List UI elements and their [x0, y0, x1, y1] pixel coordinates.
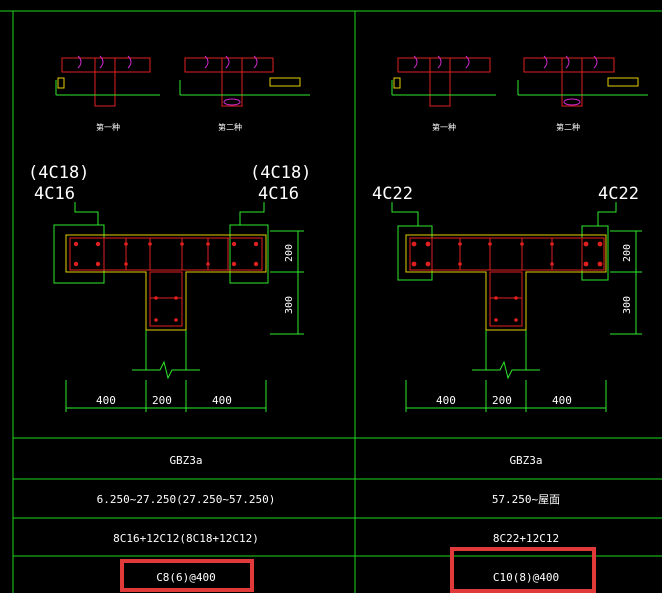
right-dim-left: 400: [436, 394, 456, 407]
left-table-stirrup: C8(6)@400: [156, 571, 216, 584]
left-rebar-dots: [73, 241, 259, 322]
right-section-drawing: [391, 202, 642, 412]
left-rebar-label-top-left: (4C18): [28, 163, 89, 183]
right-rebar-label-left: 4C22: [372, 184, 413, 204]
left-leader-right: [239, 202, 265, 225]
right-table-elevation: 57.250~屋面: [492, 493, 560, 506]
right-dim-web: 300: [622, 296, 633, 314]
left-table-elevation: 6.250~27.250(27.250~57.250): [97, 493, 276, 506]
left-rebar-label-top-right: (4C18): [250, 163, 311, 183]
left-stirrup-highlight-box: [120, 559, 254, 592]
left-rebar-label-bottom-left: 4C16: [34, 184, 75, 204]
right-rebar-label-right: 4C22: [598, 184, 639, 204]
right-small-schematic-1: 第一种: [391, 55, 496, 132]
left-dim-right: 400: [212, 394, 232, 407]
left-small-label-1: 第一种: [96, 122, 120, 132]
right-small-label-1: 第一种: [432, 122, 456, 132]
left-small-schematic-1: 第一种: [55, 55, 160, 132]
left-corner-box-left: [53, 224, 105, 284]
left-corner-box-right: [229, 224, 269, 284]
left-small-label-2: 第二种: [218, 122, 242, 132]
left-dim-web: 300: [284, 296, 295, 314]
left-table-longitudinal: 8C16+12C12(8C18+12C12): [113, 532, 259, 545]
right-rebar-dots: [411, 241, 603, 322]
right-table-name: GBZ3a: [509, 454, 542, 467]
right-table-stirrup: C10(8)@400: [493, 571, 559, 584]
right-small-label-2: 第二种: [556, 122, 580, 132]
left-table-name: GBZ3a: [169, 454, 202, 467]
left-dim-left: 400: [96, 394, 116, 407]
left-rebar-label-bottom-right: 4C16: [258, 184, 299, 204]
right-stirrup-highlight-box: [450, 547, 596, 593]
right-dim-right: 400: [552, 394, 572, 407]
drawing-frame: [0, 10, 662, 593]
right-dim-flange: 200: [622, 244, 633, 262]
left-section-drawing: [53, 202, 304, 412]
left-dim-mid: 200: [152, 394, 172, 407]
left-leader-left: [74, 202, 99, 225]
left-small-schematic-2: 第二种: [179, 55, 310, 132]
right-dim-mid: 200: [492, 394, 512, 407]
right-concrete-outline: [405, 234, 607, 331]
right-table-longitudinal: 8C22+12C12: [493, 532, 559, 545]
right-small-schematic-2: 第二种: [517, 55, 648, 132]
left-dim-flange: 200: [284, 244, 295, 262]
